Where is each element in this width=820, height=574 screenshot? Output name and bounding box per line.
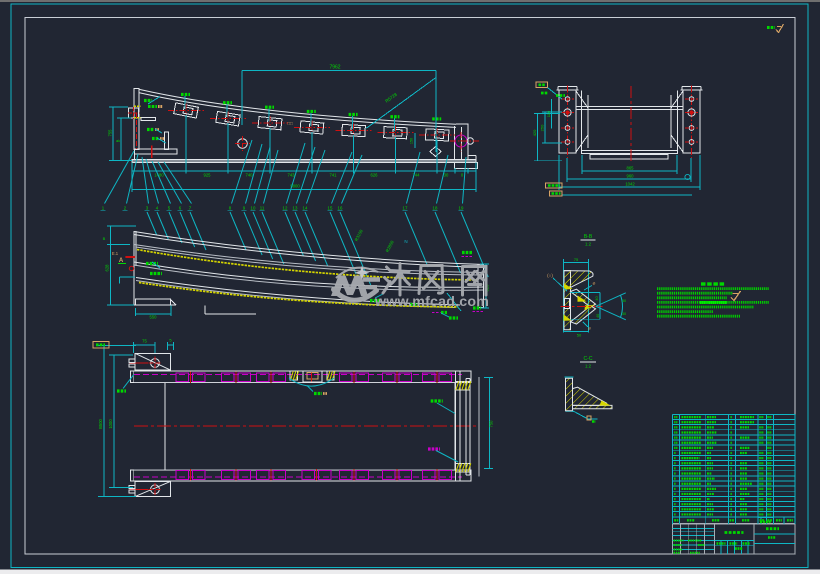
- svg-text:30: 30: [622, 312, 626, 316]
- svg-text:750: 750: [488, 420, 493, 428]
- svg-text:R3150: R3150: [354, 228, 365, 242]
- svg-text:1000: 1000: [108, 419, 113, 429]
- svg-text:550: 550: [150, 315, 158, 320]
- svg-text:1:2: 1:2: [585, 242, 592, 247]
- svg-text:B: B: [103, 236, 106, 241]
- svg-text:150: 150: [410, 138, 414, 144]
- svg-text:40: 40: [595, 296, 599, 300]
- svg-text:628: 628: [105, 264, 110, 272]
- svg-text:19: 19: [459, 206, 464, 211]
- svg-text:10: 10: [251, 206, 256, 211]
- svg-text:B: B: [116, 139, 121, 142]
- svg-text:744: 744: [413, 173, 421, 178]
- svg-text:7962: 7962: [329, 65, 340, 71]
- svg-text:743: 743: [288, 173, 296, 178]
- svg-text:5800: 5800: [290, 184, 300, 189]
- svg-text:E.1: E.1: [112, 251, 119, 256]
- svg-text:12: 12: [283, 206, 288, 211]
- svg-text:C-C: C-C: [584, 356, 593, 362]
- svg-text:7: 7: [189, 206, 192, 211]
- svg-text:A: A: [119, 258, 124, 264]
- svg-text:740: 740: [246, 173, 254, 178]
- svg-text:B500: B500: [98, 418, 103, 428]
- svg-text:□□: □□: [287, 121, 293, 126]
- svg-text:755: 755: [108, 129, 113, 137]
- svg-text:15: 15: [328, 206, 333, 211]
- svg-text:30: 30: [622, 299, 626, 303]
- svg-text:1: 1: [102, 206, 105, 211]
- svg-text:18: 18: [433, 206, 438, 211]
- svg-text:R2850: R2850: [385, 239, 396, 253]
- svg-text:2: 2: [124, 206, 127, 211]
- svg-text:741: 741: [330, 173, 338, 178]
- svg-text:16: 16: [338, 206, 343, 211]
- svg-text:1:2: 1:2: [585, 364, 592, 369]
- svg-text:8: 8: [229, 206, 232, 211]
- svg-text:626: 626: [371, 173, 379, 178]
- svg-text:75: 75: [574, 257, 579, 262]
- svg-text:40: 40: [596, 314, 600, 318]
- svg-text:N: N: [404, 239, 407, 244]
- svg-text:865: 865: [627, 165, 635, 170]
- svg-text:925: 925: [204, 173, 212, 178]
- svg-text:0: 0: [461, 173, 464, 178]
- svg-text:1042: 1042: [625, 181, 635, 186]
- svg-text:5: 5: [168, 206, 171, 211]
- svg-text:11: 11: [260, 206, 265, 211]
- svg-text:4: 4: [156, 206, 159, 211]
- svg-text:50: 50: [577, 333, 582, 338]
- svg-text:14: 14: [303, 206, 308, 211]
- svg-text:13: 13: [293, 206, 298, 211]
- svg-text:9: 9: [243, 206, 246, 211]
- svg-text:30: 30: [444, 173, 449, 178]
- svg-text:3: 3: [146, 206, 149, 211]
- svg-text:⌀: ⌀: [593, 281, 596, 286]
- svg-text:960: 960: [627, 173, 635, 178]
- svg-text:⌀: ⌀: [588, 326, 591, 331]
- svg-text:1480: 1480: [154, 173, 164, 178]
- svg-text:17: 17: [403, 206, 408, 211]
- svg-text:www.mfcad.com: www.mfcad.com: [374, 294, 489, 310]
- svg-text:5: 5: [169, 338, 172, 343]
- svg-text:B-B: B-B: [584, 234, 593, 240]
- svg-text:420: 420: [532, 129, 537, 136]
- svg-text:6: 6: [179, 206, 182, 211]
- svg-text:75: 75: [142, 339, 147, 344]
- svg-text:(○): (○): [547, 273, 553, 278]
- svg-text:250: 250: [540, 124, 545, 131]
- svg-text:110: 110: [546, 110, 551, 117]
